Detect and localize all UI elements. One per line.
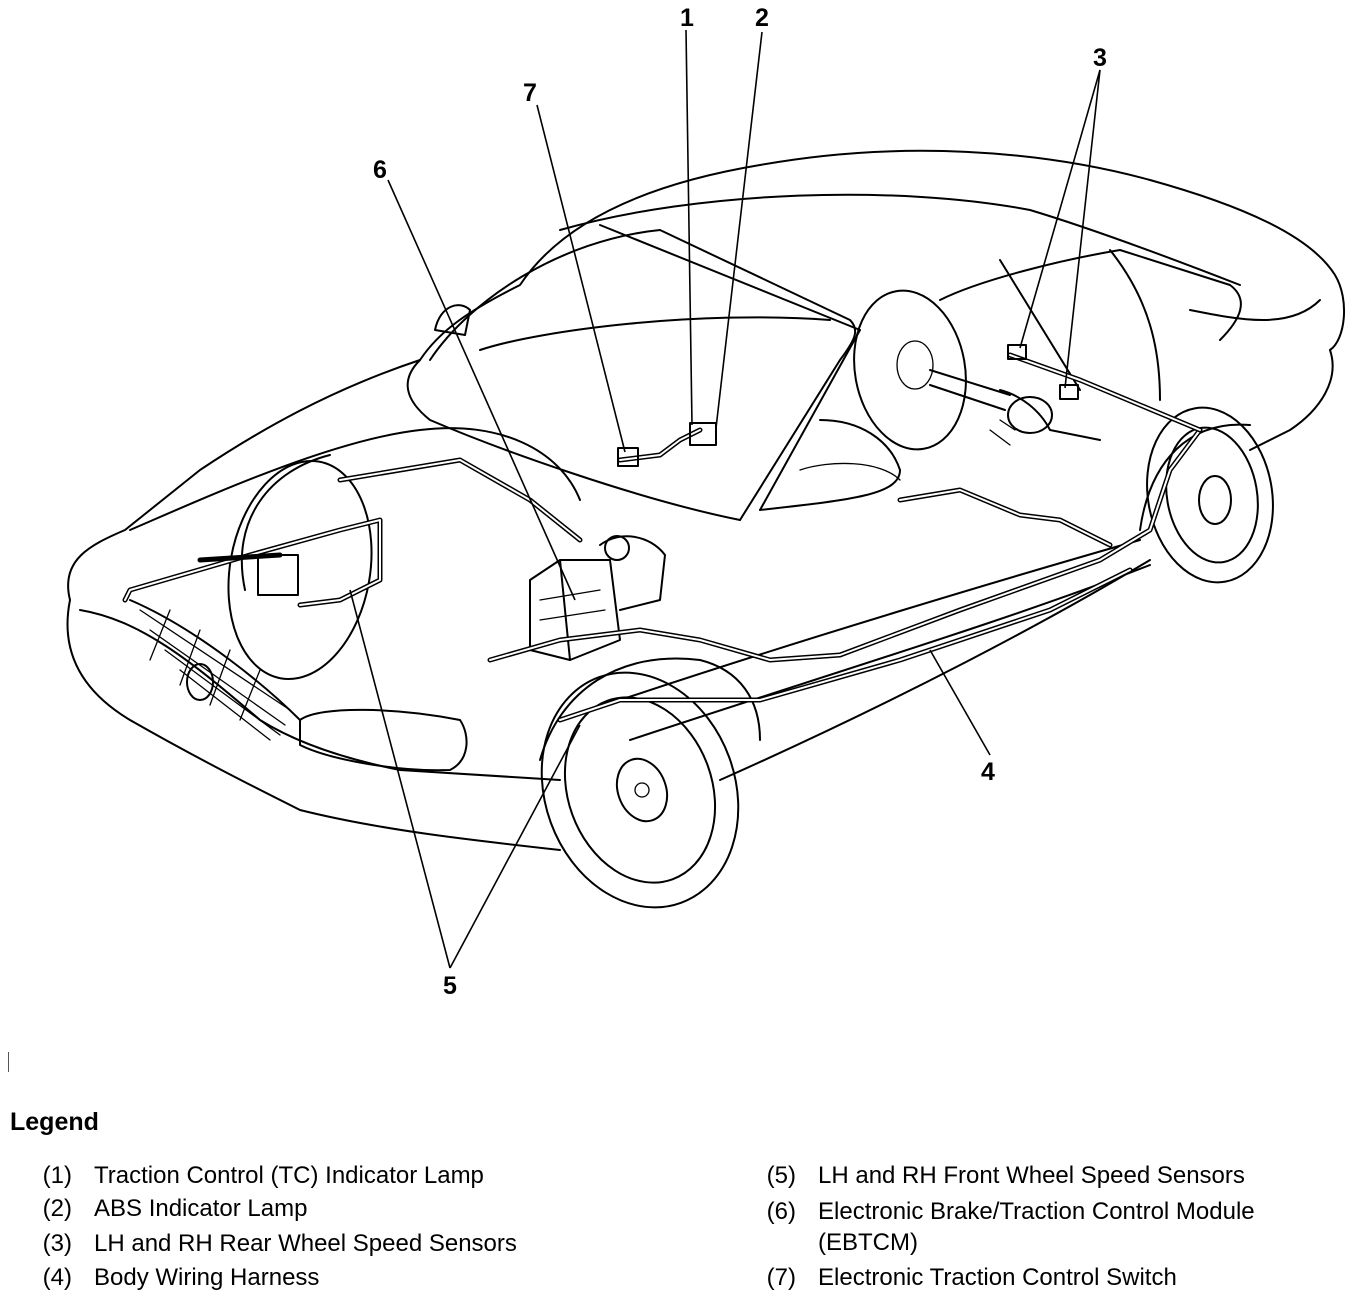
legend-item-5: (5) LH and RH Front Wheel Speed Sensors bbox=[744, 1160, 1245, 1191]
legend-number: (5) bbox=[766, 1162, 796, 1189]
car-line-drawing: 1 2 3 4 5 6 7 bbox=[66, 4, 1346, 1000]
legend-text-line-1: Electronic Brake/Traction Control Module bbox=[818, 1198, 1255, 1225]
legend-text: Electronic Traction Control Switch bbox=[818, 1264, 1177, 1291]
callout-6: 6 bbox=[373, 156, 387, 184]
legend-item-3: (3) LH and RH Rear Wheel Speed Sensors bbox=[20, 1228, 517, 1259]
callout-7: 7 bbox=[523, 79, 537, 107]
legend-item-4: (4) Body Wiring Harness bbox=[20, 1262, 320, 1293]
legend-title: Legend bbox=[10, 1108, 99, 1136]
car-body bbox=[66, 149, 1346, 851]
legend-number: (6) bbox=[766, 1198, 796, 1225]
legend-item-2: (2) ABS Indicator Lamp bbox=[20, 1193, 308, 1224]
traction-control-switch-part bbox=[617, 447, 639, 467]
legend-item-6: (6) Electronic Brake/Traction Control Mo… bbox=[744, 1196, 1255, 1258]
legend-text: Electronic Brake/Traction Control Module… bbox=[818, 1196, 1255, 1258]
legend-text: ABS Indicator Lamp bbox=[94, 1195, 308, 1222]
legend-text: Body Wiring Harness bbox=[94, 1264, 320, 1291]
indicator-lamps-part bbox=[689, 422, 717, 446]
body-wiring-harness bbox=[122, 352, 1203, 723]
front-left-wheel bbox=[227, 454, 373, 681]
front-right-wheel bbox=[539, 657, 761, 909]
callout-4: 4 bbox=[981, 758, 995, 786]
front-left-sensor-part bbox=[257, 554, 299, 596]
rear-right-wheel bbox=[1139, 406, 1274, 584]
legend-number: (7) bbox=[766, 1264, 796, 1291]
margin-mark bbox=[8, 1052, 9, 1072]
rear-axle bbox=[929, 369, 1101, 446]
legend-number: (1) bbox=[42, 1162, 72, 1189]
legend-number: (4) bbox=[42, 1264, 72, 1291]
callout-2: 2 bbox=[755, 4, 769, 32]
vehicle-component-diagram: 1 2 3 4 5 6 7 bbox=[66, 4, 1346, 1000]
legend-number: (2) bbox=[42, 1195, 72, 1222]
callout-leaders bbox=[349, 29, 1101, 969]
legend-item-1: (1) Traction Control (TC) Indicator Lamp bbox=[20, 1160, 484, 1191]
legend-text: LH and RH Front Wheel Speed Sensors bbox=[818, 1162, 1245, 1189]
callout-5: 5 bbox=[443, 972, 457, 1000]
legend-text: LH and RH Rear Wheel Speed Sensors bbox=[94, 1230, 517, 1257]
callout-3: 3 bbox=[1093, 44, 1107, 72]
legend-text-line-2: (EBTCM) bbox=[818, 1229, 918, 1256]
rear-right-sensor-part bbox=[1059, 384, 1079, 400]
legend-item-7: (7) Electronic Traction Control Switch bbox=[744, 1262, 1177, 1293]
rear-left-wheel bbox=[853, 289, 967, 451]
legend-number: (3) bbox=[42, 1230, 72, 1257]
legend-text: Traction Control (TC) Indicator Lamp bbox=[94, 1162, 484, 1189]
callout-1: 1 bbox=[680, 4, 694, 32]
rear-left-sensor-part bbox=[1007, 344, 1027, 360]
